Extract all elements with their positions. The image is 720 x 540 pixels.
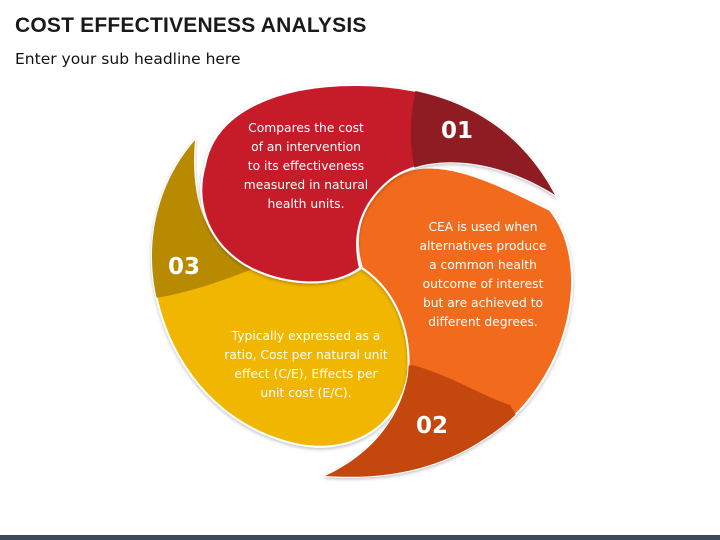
- segment-01-number: 01: [441, 118, 473, 144]
- segment-02-body: [324, 166, 574, 478]
- segment-02-line: but are achieved to: [423, 296, 543, 310]
- segment-03-line: unit cost (E/C).: [260, 386, 351, 400]
- segment-01-line: to its effectiveness: [248, 159, 364, 173]
- segment-01-line: measured in natural: [244, 178, 368, 192]
- segment-02-line: a common health: [429, 258, 537, 272]
- segment-02-number: 02: [416, 413, 448, 439]
- segment-03-line: Typically expressed as a: [231, 329, 381, 343]
- segment-02-text: CEA is used when alternatives produce a …: [420, 220, 547, 329]
- segment-03-number: 03: [168, 254, 200, 280]
- slide-subtitle: Enter your sub headline here: [15, 50, 241, 68]
- segment-03-line: ratio, Cost per natural unit: [224, 348, 388, 362]
- segment-01-text: Compares the cost of an intervention to …: [244, 121, 368, 211]
- segment-02-line: CEA is used when: [428, 220, 537, 234]
- segment-02-line: different degrees.: [428, 315, 538, 329]
- segment-01-line: Compares the cost: [248, 121, 364, 135]
- segment-01-line: of an intervention: [251, 140, 361, 154]
- segment-01-line: health units.: [268, 197, 345, 211]
- footer-bar: [0, 535, 720, 540]
- segment-02-line: outcome of interest: [423, 277, 544, 291]
- slide-title: COST EFFECTIVENESS ANALYSIS: [15, 14, 367, 37]
- segment-03-line: effect (C/E), Effects per: [234, 367, 378, 381]
- segment-02-line: alternatives produce: [420, 239, 547, 253]
- segment-03-text: Typically expressed as a ratio, Cost per…: [224, 329, 388, 400]
